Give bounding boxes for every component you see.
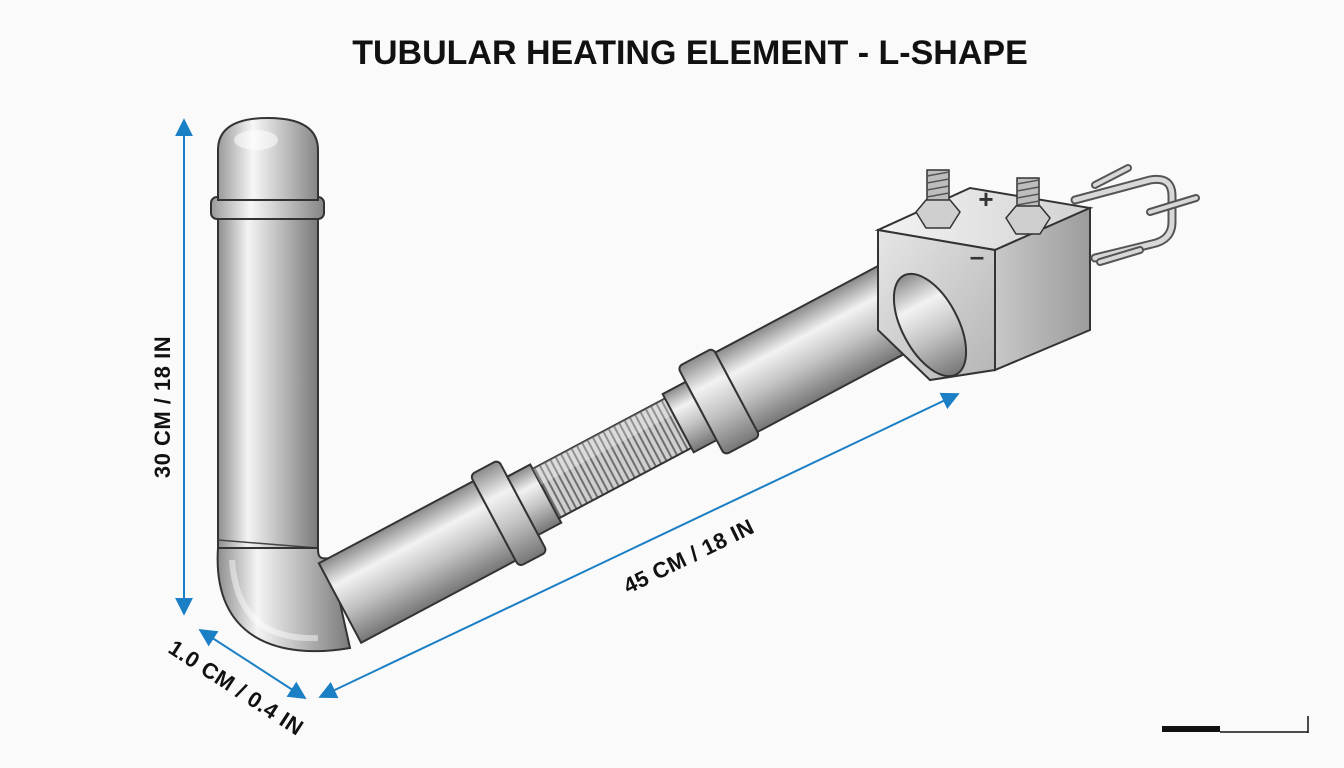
coil-spring <box>531 397 693 520</box>
hex-nut-icon <box>1005 205 1051 235</box>
hex-nut-icon <box>915 199 961 229</box>
terminal-post-negative <box>915 169 961 229</box>
terminal-post-positive <box>1005 177 1051 235</box>
positive-sign: + <box>978 184 993 214</box>
horizontal-dimension-label: 45 CM / 18 IN <box>619 514 758 599</box>
horizontal-dimension-arrow <box>318 392 960 699</box>
terminal-box <box>874 186 1094 382</box>
vertical-dimension-label: 30 CM / 18 IN <box>150 336 175 478</box>
negative-sign: – <box>970 241 984 271</box>
page-title: TUBULAR HEATING ELEMENT - L-SHAPE <box>352 34 1028 72</box>
diameter-dimension-label: 1.0 CM / 0.4 IN <box>164 635 308 741</box>
vertical-tube <box>217 209 319 556</box>
scale-bar <box>1162 716 1309 733</box>
diameter-dimension-arrow <box>198 629 307 699</box>
end-cap <box>210 116 325 220</box>
lead-wires <box>1070 164 1200 266</box>
